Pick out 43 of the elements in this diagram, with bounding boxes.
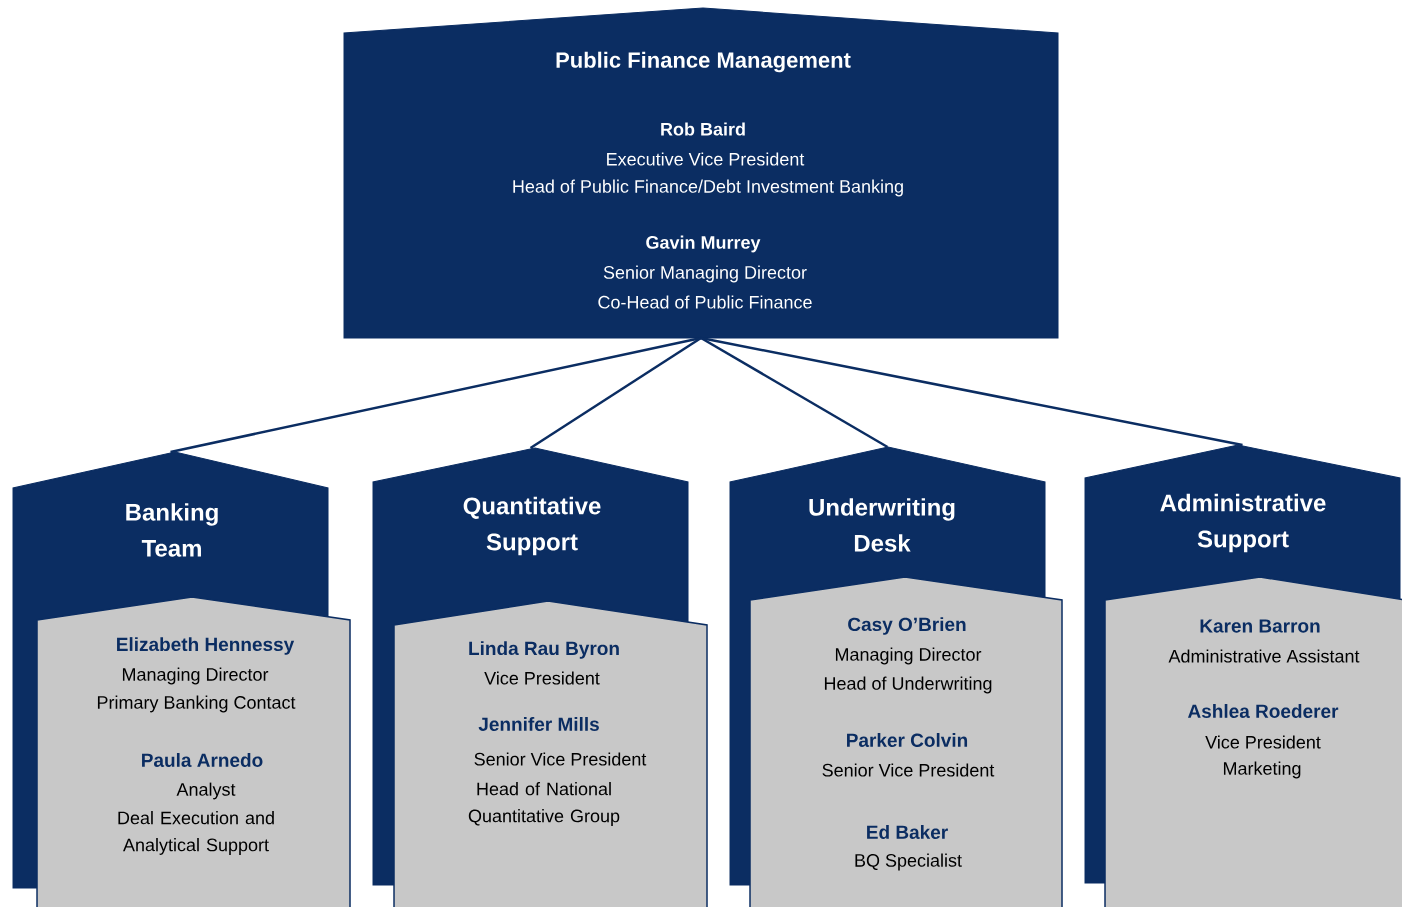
staff-card	[1104, 576, 1402, 907]
connector-line	[170, 336, 702, 454]
staff-card	[393, 600, 708, 907]
job-title: Managing Director	[122, 667, 269, 685]
staff-card	[749, 576, 1063, 907]
person-name: Paula Arnedo	[142, 753, 263, 767]
person-name: Rob Baird	[661, 122, 745, 136]
job-title: Vice President	[484, 671, 600, 685]
person-name: Elizabeth Hennessy	[117, 637, 295, 655]
heading: Public Finance Management	[556, 51, 851, 73]
team-heading: Underwriting Desk	[809, 498, 955, 552]
job-title: Senior Vice President	[822, 763, 995, 777]
connector-line	[529, 336, 702, 450]
job-title: Managing Director	[835, 647, 982, 665]
person-name: Casy O’Brien	[848, 617, 966, 635]
job-title: Head of National Quantitative Group	[468, 782, 620, 826]
team-heading: Banking Team	[126, 503, 218, 557]
job-title: Executive Vice President	[607, 152, 805, 166]
person-name: Karen Barron	[1200, 619, 1320, 633]
person-name: Linda Rau Byron	[469, 641, 619, 659]
job-title: Deal Execution and Analytical Support	[118, 811, 274, 855]
connector-line	[700, 336, 1243, 447]
person-name: Gavin Murrey	[646, 235, 761, 253]
job-title: Head of Underwriting	[824, 676, 992, 694]
team-heading: Quantitative Support	[463, 496, 601, 556]
staff-card	[36, 596, 351, 907]
person-name: Jennifer Mills	[478, 717, 599, 731]
person-name: Ed Baker	[867, 825, 948, 839]
job-title: Senior Managing Director	[603, 265, 807, 283]
team-heading: Administrative Support	[1160, 493, 1326, 553]
job-title: Marketing	[1223, 761, 1301, 779]
job-title: Analyst	[176, 782, 236, 800]
job-title: Senior Vice President	[474, 752, 647, 766]
job-title: Vice President	[1205, 735, 1321, 749]
job-title: Administrative Assistant	[1168, 649, 1360, 663]
connector-line	[700, 336, 889, 449]
job-title: Head of Public Finance/Debt Investment Banking	[513, 179, 903, 197]
department-box	[343, 7, 1059, 339]
person-name: Parker Colvin	[847, 733, 968, 747]
job-title: Primary Banking Contact	[97, 695, 296, 713]
job-title: Co-Head of Public Finance	[598, 295, 812, 309]
person-name: Ashlea Roederer	[1188, 704, 1339, 718]
job-title: BQ Specialist	[855, 853, 962, 871]
